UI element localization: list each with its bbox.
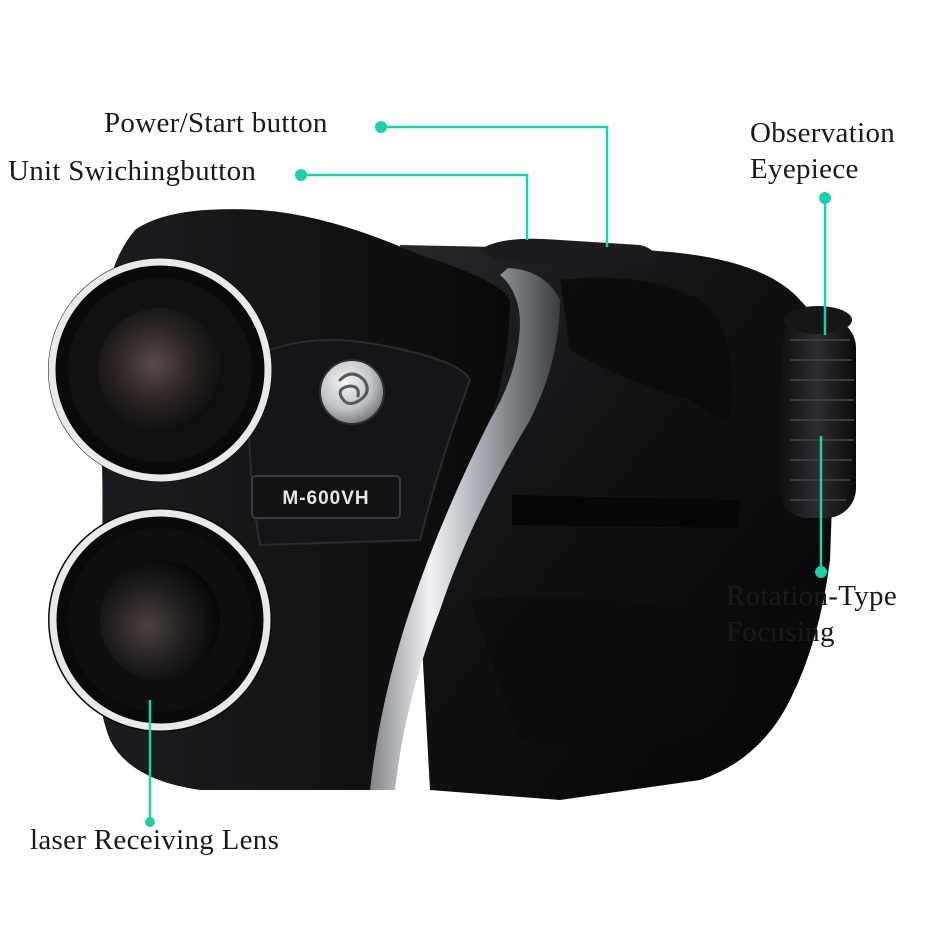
focusing-dot [815, 566, 827, 578]
upper-lens-chrome [48, 258, 272, 482]
top-button-housing [480, 238, 656, 265]
receiving-lens-dot [145, 817, 155, 827]
eyepiece [784, 306, 852, 334]
eyepiece-dot [819, 192, 831, 204]
model-plate [251, 475, 401, 519]
model-label: M-600VH [282, 488, 369, 509]
lower-lens-chrome [49, 509, 271, 731]
rear-lower-panel [470, 597, 740, 747]
receiving-lens-glass [100, 560, 220, 680]
rear-grip-panel [560, 277, 732, 420]
focusing-ring[interactable] [778, 318, 856, 518]
eyepiece-label: Observation Eyepiece [750, 115, 895, 187]
chrome-band [360, 268, 560, 790]
power-button-leader [382, 125, 609, 247]
focusing-label: Rotation-Type Focusing [726, 578, 897, 650]
focusing-label-line2: Focusing [726, 616, 835, 648]
focusing-label-line1: Rotation-Type [726, 580, 898, 612]
rear-side-slot [512, 495, 740, 528]
callout-lines [148, 125, 827, 822]
callout-dots [145, 121, 831, 827]
brand-badge [319, 359, 385, 425]
unit-button-label: Unit Swichingbutton [8, 155, 257, 187]
brand-logo-icon [338, 372, 369, 405]
unit-button-leader [302, 173, 529, 240]
receiving-lens-label: laser Receiving Lens [30, 824, 280, 856]
eyepiece-label-line2: Eyepiece [750, 153, 859, 185]
eyepiece-label-line1: Observation [750, 117, 896, 149]
power-button-dot [375, 121, 387, 133]
unit-button-dot [295, 169, 307, 181]
power-button-label: Power/Start button [104, 107, 328, 139]
upper-lens-glass [98, 308, 222, 432]
